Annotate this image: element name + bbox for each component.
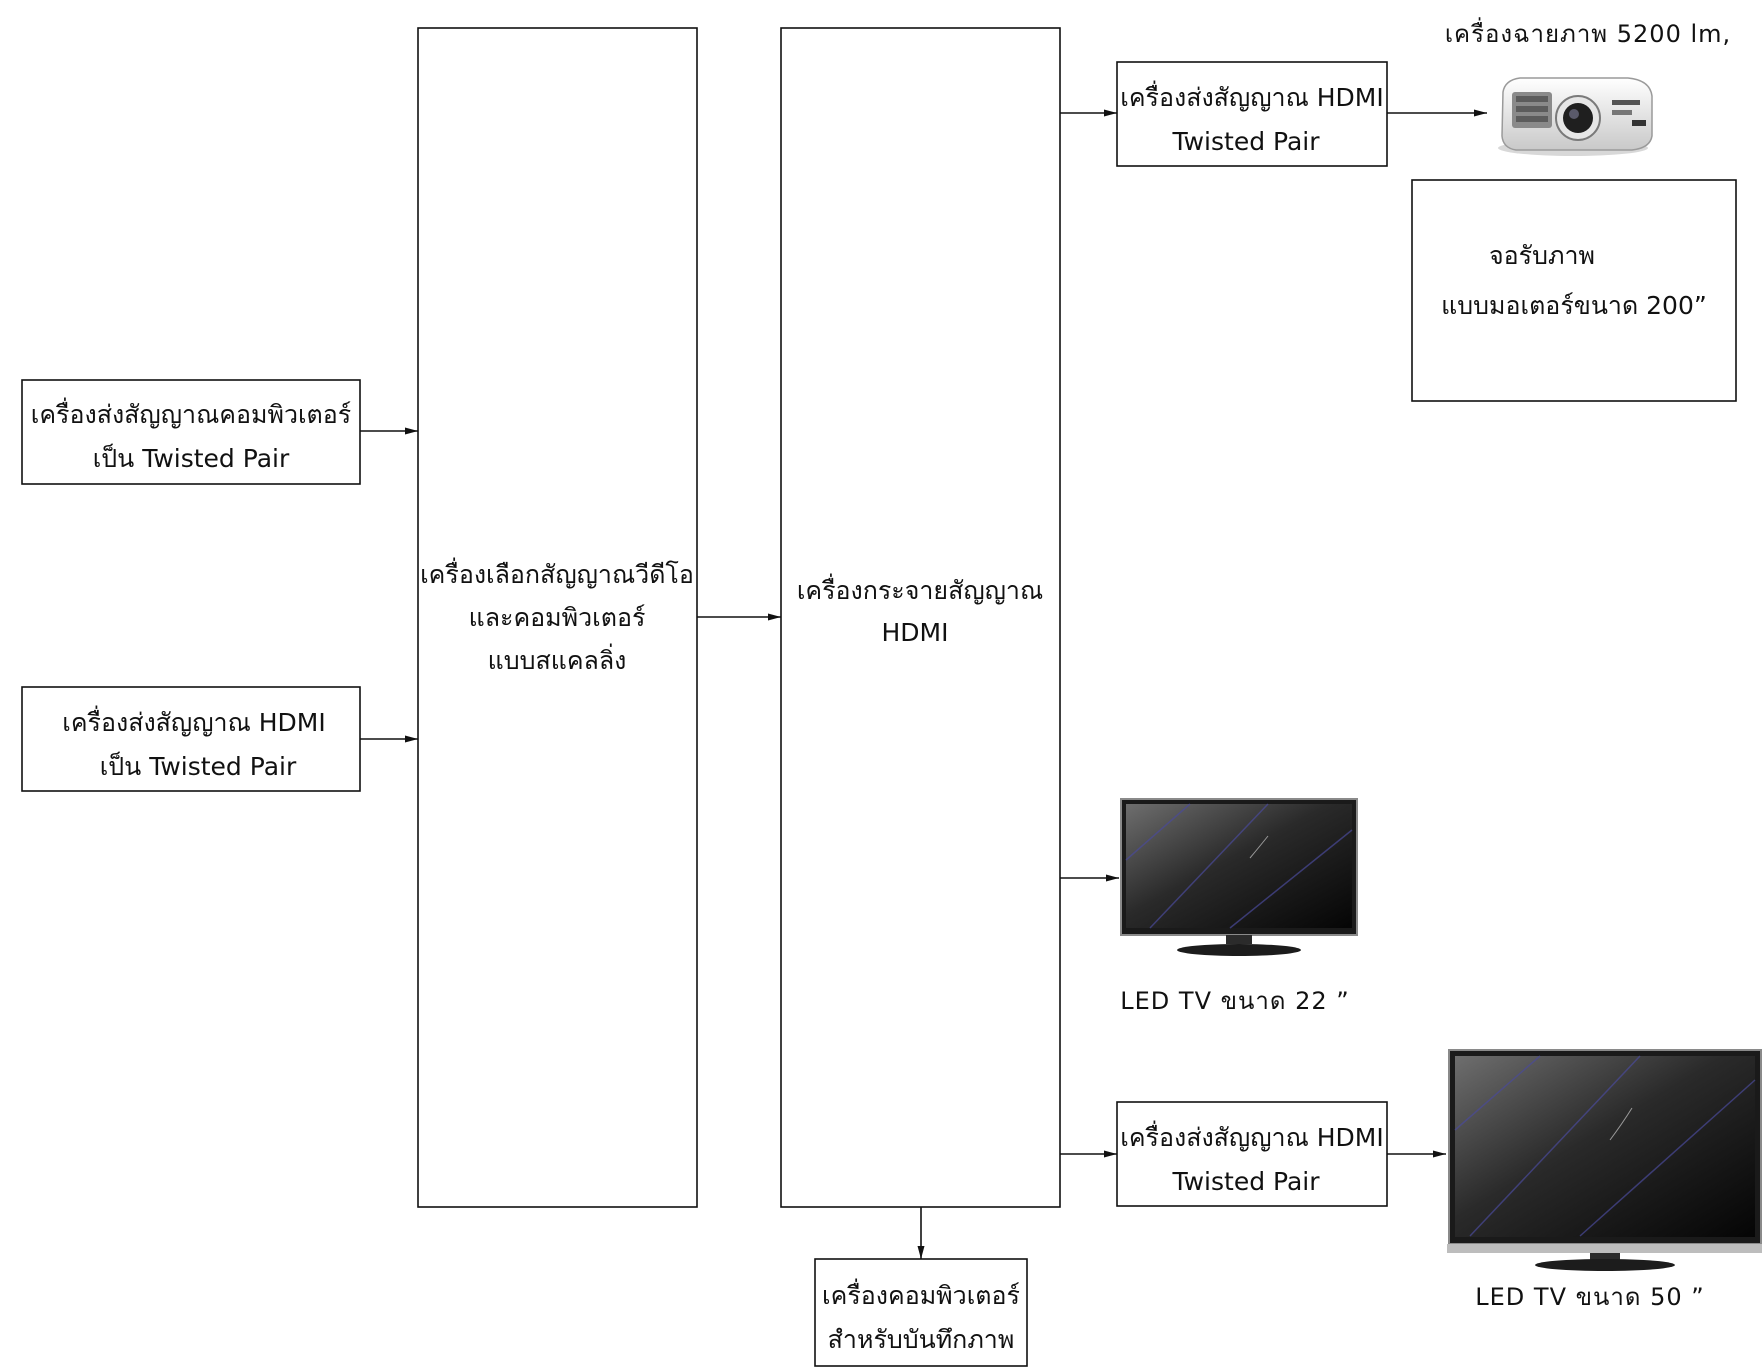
scaling-switcher-type: แบบสแคลลิ่ง [488,643,627,675]
hdmi-transmitter-top-box: เครื่องส่งสัญญาณ HDMI Twisted Pair [1116,61,1388,167]
led-tv-large-label: LED TV ขนาด 50 ” [1475,1283,1704,1311]
computer-transmitter-title: เครื่องส่งสัญญาณคอมพิวเตอร์ [31,397,351,429]
led-tv-small-icon [1120,798,1358,956]
connections [360,109,1487,1259]
hdmi-distributor-box: เครื่องกระจายสัญญาณ HDMI [780,27,1061,1208]
hdmi-distributor-subtitle: HDMI [882,618,949,647]
scaling-switcher-title: เครื่องเลือกสัญญาณวีดีโอ [420,557,694,589]
led-tv-small-label: LED TV ขนาด 22 ” [1120,987,1349,1015]
computer-transmitter-subtitle: เป็น Twisted Pair [93,443,290,473]
recording-computer-box: เครื่องคอมพิวเตอร์ สำหรับบันทึกภาพ [814,1258,1028,1367]
hdmi-transmitter-top-subtitle: Twisted Pair [1171,127,1320,156]
scaling-switcher-subtitle: และคอมพิวเตอร์ [469,603,646,632]
recording-computer-subtitle: สำหรับบันทึกภาพ [828,1325,1015,1354]
recording-computer-title: เครื่องคอมพิวเตอร์ [822,1278,1020,1310]
hdmi-transmitter-input-subtitle: เป็น Twisted Pair [100,751,297,781]
hdmi-transmitter-bottom-box: เครื่องส่งสัญญาณ HDMI Twisted Pair [1116,1101,1388,1207]
hdmi-transmitter-top-title: เครื่องส่งสัญญาณ HDMI [1120,80,1383,112]
projection-screen-box: จอรับภาพ แบบมอเตอร์ขนาด 200” [1411,179,1737,402]
scaling-switcher-box: เครื่องเลือกสัญญาณวีดีโอ และคอมพิวเตอร์ … [417,27,698,1208]
projector-icon [1498,77,1653,156]
hdmi-distributor-title: เครื่องกระจายสัญญาณ [797,573,1043,605]
hdmi-transmitter-bottom-subtitle: Twisted Pair [1171,1167,1320,1196]
led-tv-large-icon [1447,1049,1762,1271]
hdmi-transmitter-bottom-title: เครื่องส่งสัญญาณ HDMI [1120,1120,1383,1152]
projection-screen-title: จอรับภาพ [1489,241,1595,270]
projector-label: เครื่องฉายภาพ 5200 lm, [1445,17,1731,48]
hdmi-transmitter-input-box: เครื่องส่งสัญญาณ HDMI เป็น Twisted Pair [21,686,361,792]
projection-screen-subtitle: แบบมอเตอร์ขนาด 200” [1441,291,1707,320]
hdmi-transmitter-input-title: เครื่องส่งสัญญาณ HDMI [62,705,325,737]
computer-transmitter-box: เครื่องส่งสัญญาณคอมพิวเตอร์ เป็น Twisted… [21,379,361,485]
